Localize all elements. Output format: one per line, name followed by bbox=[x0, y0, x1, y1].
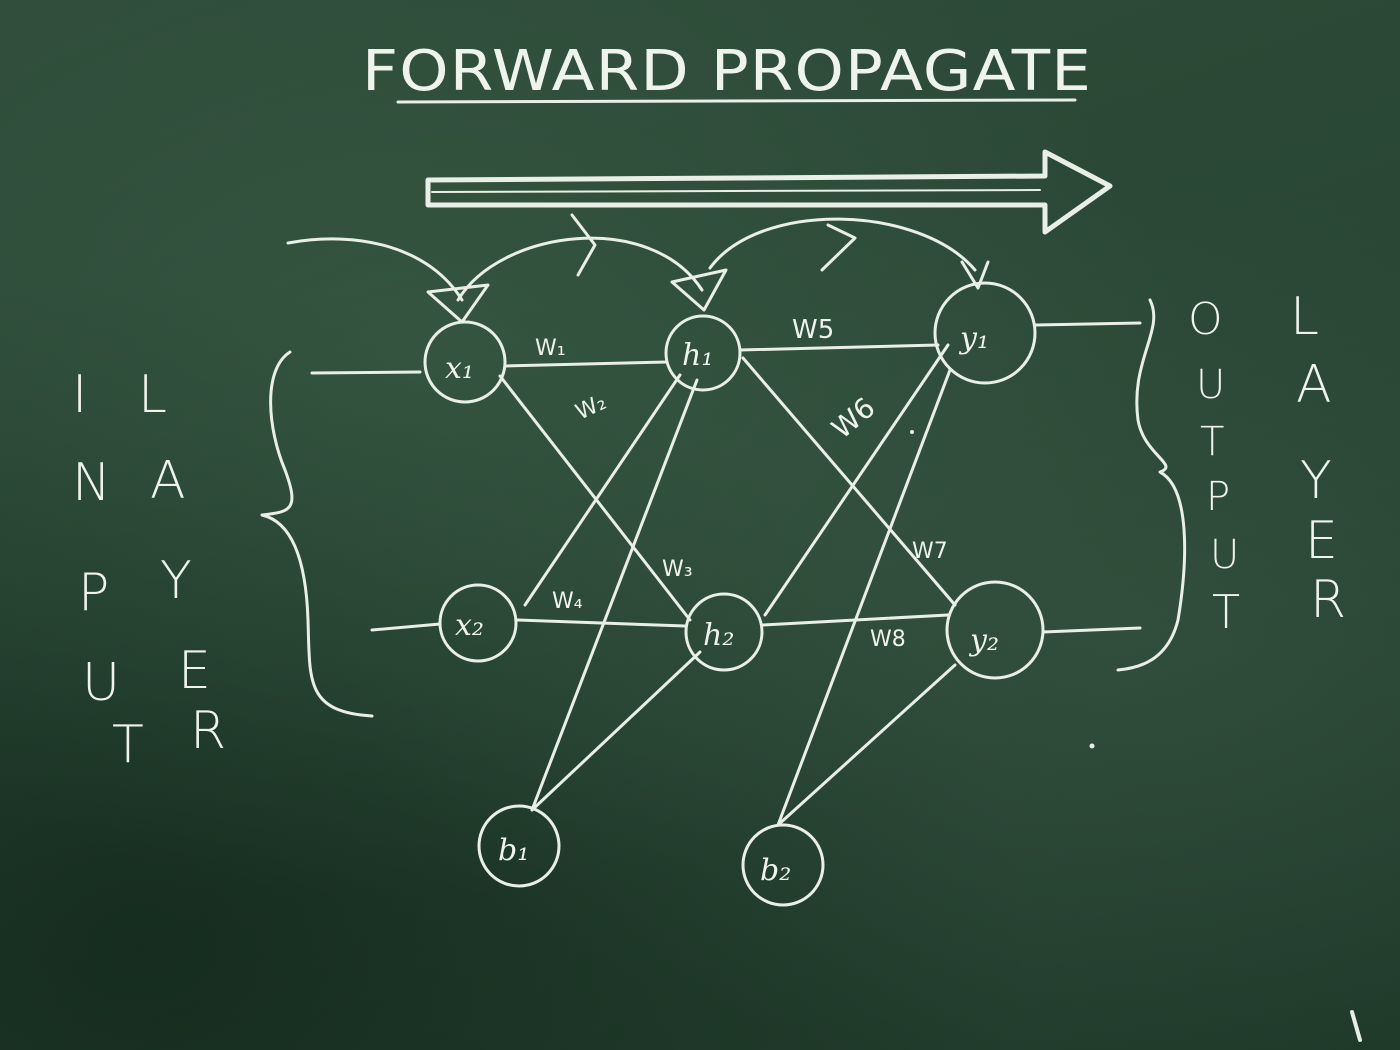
svg-text:E: E bbox=[178, 641, 211, 701]
node-label: x₁ bbox=[445, 351, 474, 386]
svg-text:T: T bbox=[112, 715, 144, 775]
weight-label-w8: W8 bbox=[870, 627, 906, 652]
output-line-y2 bbox=[1041, 626, 1142, 634]
svg-text:L: L bbox=[138, 365, 167, 425]
node-label: h₁ bbox=[682, 338, 713, 373]
svg-text:A: A bbox=[150, 451, 186, 511]
svg-text:R: R bbox=[1310, 570, 1346, 630]
output-layer-brace bbox=[1116, 298, 1187, 672]
weight-label-w4: W₄ bbox=[552, 589, 583, 614]
svg-text:P: P bbox=[1206, 474, 1230, 520]
svg-text:U: U bbox=[1196, 362, 1225, 408]
title-underline bbox=[396, 98, 1077, 104]
diagram-title: FORWARD PROPAGATE bbox=[362, 39, 1092, 104]
node-y1: y₁ bbox=[933, 281, 1037, 385]
chalk-dot bbox=[1089, 743, 1095, 749]
weight-label-w5: W5 bbox=[792, 315, 834, 345]
svg-text:T: T bbox=[1212, 585, 1240, 639]
node-b2: b₂ bbox=[741, 823, 825, 907]
weight-label-w1: W₁ bbox=[535, 336, 566, 361]
node-label: y₁ bbox=[958, 321, 989, 356]
chalk-mark bbox=[1350, 1010, 1362, 1042]
svg-text:U: U bbox=[1210, 532, 1239, 578]
node-h1: h₁ bbox=[664, 314, 742, 392]
svg-text:L: L bbox=[1290, 287, 1319, 347]
output-line-y1 bbox=[1034, 321, 1142, 327]
flow-arrow-x1-h1 bbox=[456, 236, 704, 302]
node-x1: x₁ bbox=[423, 320, 507, 404]
flow-arrow-in bbox=[286, 237, 464, 302]
node-label: h₂ bbox=[703, 618, 734, 653]
arrowhead-icon bbox=[426, 283, 490, 324]
connections bbox=[498, 343, 957, 827]
output-layer-label: O U T P U T L A Y E R bbox=[1188, 287, 1346, 639]
weight-labels: W₁ W₂ W₃ W₄ W5 W6 W7 W8 bbox=[535, 315, 948, 652]
svg-text:E: E bbox=[1305, 511, 1338, 571]
forward-arrow-icon bbox=[425, 149, 1113, 235]
node-label: b₂ bbox=[760, 853, 791, 888]
weight-label-w2: W₂ bbox=[572, 390, 610, 426]
svg-text:O: O bbox=[1188, 294, 1223, 345]
node-label: y₂ bbox=[968, 623, 999, 658]
input-layer-label: I N P U T L A Y E R bbox=[72, 365, 226, 775]
node-x2: x₂ bbox=[438, 583, 518, 663]
flow-arrow-h1-y1 bbox=[708, 217, 977, 272]
arrowhead-icon bbox=[670, 268, 728, 312]
svg-text:R: R bbox=[190, 701, 226, 761]
chalk-dot bbox=[910, 430, 914, 434]
svg-text:Y: Y bbox=[1300, 451, 1332, 511]
svg-text:I: I bbox=[72, 365, 87, 425]
weight-label-w7: W7 bbox=[912, 539, 948, 564]
svg-text:T: T bbox=[1200, 419, 1224, 465]
svg-text:Y: Y bbox=[160, 551, 192, 611]
weight-label-w6: W6 bbox=[825, 391, 881, 446]
svg-text:A: A bbox=[1296, 355, 1332, 415]
arrowhead-icon bbox=[960, 260, 990, 290]
svg-text:N: N bbox=[72, 453, 111, 513]
svg-text:U: U bbox=[82, 653, 120, 713]
input-line-x1 bbox=[310, 370, 422, 375]
weight-label-w3: W₃ bbox=[662, 557, 693, 582]
node-label: x₂ bbox=[455, 608, 484, 643]
node-h2: h₂ bbox=[684, 592, 764, 672]
svg-text:P: P bbox=[78, 563, 109, 623]
input-line-x2 bbox=[370, 622, 442, 632]
node-b1: b₁ bbox=[477, 804, 561, 888]
input-layer-brace bbox=[260, 350, 374, 718]
node-label: b₁ bbox=[498, 833, 529, 868]
node-y2: y₂ bbox=[945, 580, 1045, 680]
